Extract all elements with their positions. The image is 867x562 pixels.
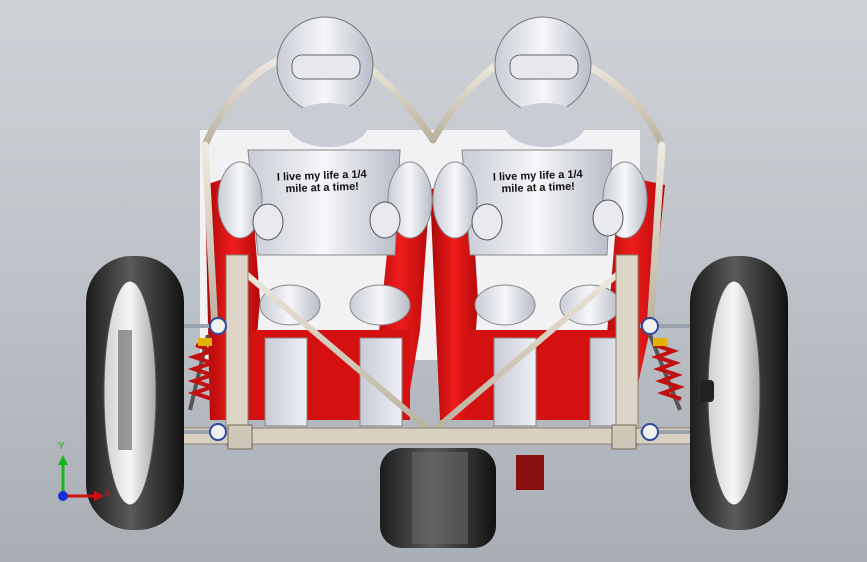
left-visor: [291, 54, 361, 80]
left-hand-1: [252, 203, 284, 241]
triad-z-axis: [58, 491, 68, 501]
triad-y-label: Y: [58, 441, 65, 452]
left-driver[interactable]: [217, 16, 433, 427]
left-leg-1: [264, 337, 308, 427]
roll-cage[interactable]: [201, 54, 666, 334]
right-hand-2: [592, 199, 624, 237]
right-front-wheel[interactable]: [690, 256, 788, 530]
right-visor: [509, 54, 579, 80]
right-hand-1: [471, 203, 503, 241]
right-upright: [615, 254, 639, 446]
coordinate-triad: [58, 455, 104, 501]
mount-bushings: [209, 317, 659, 441]
right-shock-absorber[interactable]: [648, 334, 685, 411]
right-driver[interactable]: [432, 16, 648, 427]
left-leg-2: [359, 337, 403, 427]
left-shock-absorber[interactable]: [187, 334, 219, 411]
left-front-wheel[interactable]: [86, 256, 184, 530]
rear-tire[interactable]: [380, 448, 496, 548]
left-shirt-text: I live my life a 1/4 mile at a time!: [252, 168, 393, 197]
left-hand-2: [369, 201, 401, 239]
left-upright: [225, 254, 249, 446]
brake-caliper: [516, 455, 544, 490]
right-shirt-text: I live my life a 1/4 mile at a time!: [468, 168, 609, 197]
triad-x-label: X: [104, 489, 111, 500]
